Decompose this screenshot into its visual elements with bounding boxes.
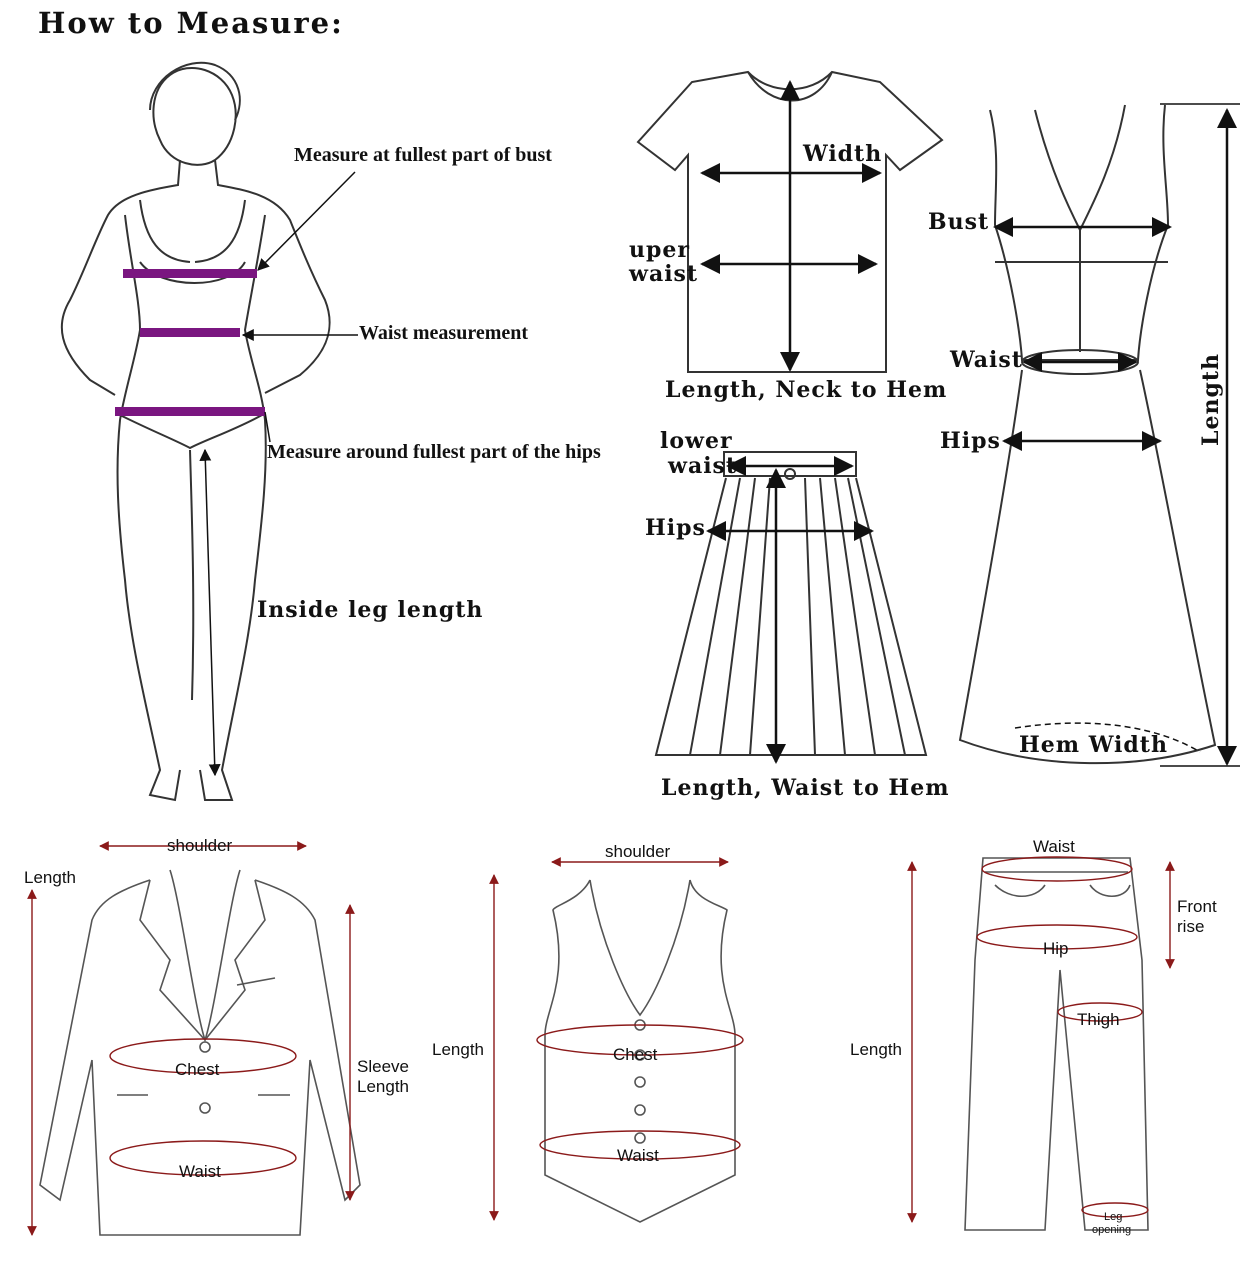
body-figure — [60, 61, 331, 802]
vest-length-label: Length — [432, 1040, 484, 1059]
jacket-sleeve-line1: Sleeve — [357, 1057, 409, 1076]
body-callouts — [199, 171, 358, 777]
jacket-sleeve-line2: Length — [357, 1077, 409, 1096]
skirt-lower-waist-line2: waist — [668, 453, 738, 479]
jacket-outline — [39, 869, 361, 1236]
bust-pointer — [257, 171, 356, 271]
head-outline — [152, 66, 237, 166]
pants-length-label: Length — [850, 1040, 902, 1059]
tshirt-width-label: Width — [803, 141, 883, 167]
vest-waist-label: Waist — [617, 1146, 659, 1165]
inner-leg — [189, 449, 195, 701]
pants-leg-opening-line1: Leg — [1104, 1211, 1123, 1223]
pants-thigh-label: Thigh — [1077, 1010, 1120, 1029]
inseam-arrow — [199, 448, 221, 777]
dress-hips-label: Hips — [940, 428, 1001, 454]
pants-waist-label: Waist — [1033, 837, 1075, 856]
page-title: How to Measure: — [38, 6, 344, 40]
jacket-shoulder-label: shoulder — [167, 836, 233, 855]
vest-shoulder-label: shoulder — [605, 842, 671, 861]
measure-bands — [115, 269, 265, 416]
dress-outline — [958, 104, 1217, 765]
dress-hem-width-label: Hem Width — [1019, 732, 1168, 758]
tshirt-upper-waist-line2: waist — [629, 261, 699, 287]
torso — [116, 214, 267, 802]
dress-ticks — [1160, 103, 1240, 767]
jacket-waist-label: Waist — [179, 1162, 221, 1181]
vest-chest-label: Chest — [613, 1045, 658, 1064]
waist-note: Waist measurement — [359, 322, 529, 344]
skirt-outline — [654, 451, 928, 756]
inseam-note: Inside leg length — [257, 597, 484, 623]
tshirt-arrows — [700, 80, 882, 372]
hem-width-arc — [1014, 722, 1201, 753]
bust-band — [123, 269, 257, 278]
skirt-lower-waist-line1: lower — [660, 428, 733, 454]
bust-note: Measure at fullest part of bust — [294, 144, 552, 166]
hips-pointer — [264, 411, 271, 443]
skirt-length-label: Length, Waist to Hem — [661, 775, 950, 801]
jacket-dims — [27, 841, 355, 1236]
tshirt-upper-waist-line1: uper — [629, 237, 690, 263]
pants-hip-label: Hip — [1043, 939, 1069, 958]
dress-waist-label: Waist — [950, 347, 1023, 373]
dress-arrows — [993, 108, 1237, 766]
pants-dims — [907, 856, 1175, 1223]
hips-band — [115, 407, 265, 416]
neck-shoulders — [60, 159, 331, 396]
briefs-outline — [119, 414, 263, 450]
tshirt-length-label: Length, Neck to Hem — [665, 377, 948, 403]
pants-outline — [964, 857, 1149, 1231]
pants-front-rise-line1: Front — [1177, 897, 1217, 916]
waist-band — [140, 328, 240, 337]
hips-note: Measure around fullest part of the hips — [267, 441, 601, 463]
dress-bust-label: Bust — [928, 209, 990, 235]
pants-leg-opening-line2: opening — [1092, 1224, 1132, 1236]
vest-dims — [489, 857, 744, 1221]
hair-outline — [149, 61, 241, 121]
jacket-length-label: Length — [24, 868, 76, 887]
skirt-arrows — [706, 456, 874, 764]
skirt-hips-label: Hips — [645, 515, 706, 541]
pants-front-rise-line2: rise — [1177, 917, 1205, 936]
dress-length-label: Length — [1198, 352, 1224, 446]
jacket-chest-label: Chest — [175, 1060, 220, 1079]
